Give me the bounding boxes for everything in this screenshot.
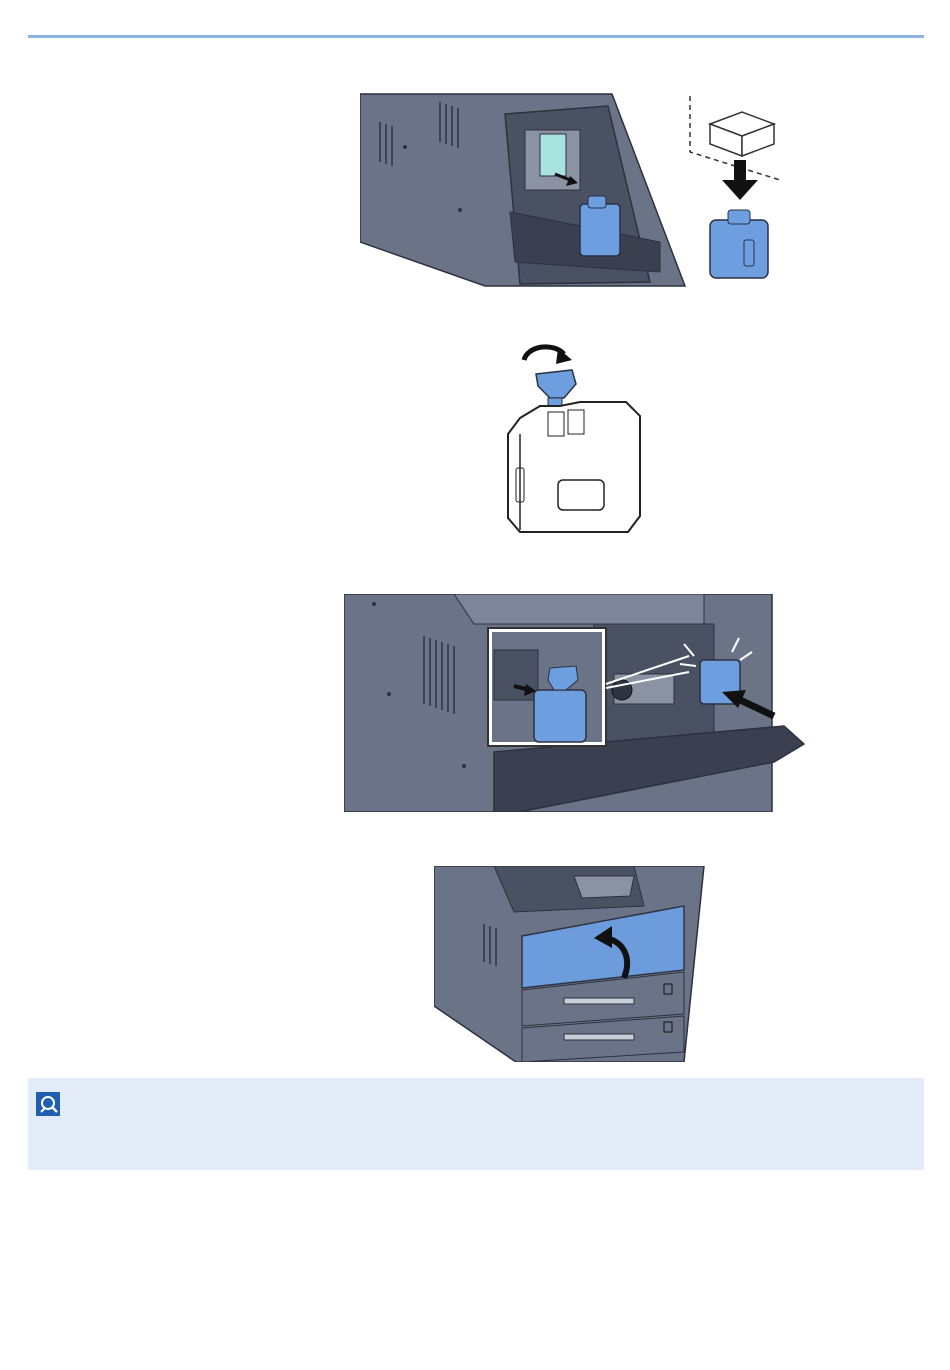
note-icon xyxy=(36,1092,60,1116)
figure-close-front-cover xyxy=(434,866,712,1062)
figure-insert-waste-toner-box xyxy=(344,594,806,812)
figure-cap-waste-toner-box xyxy=(500,340,645,538)
note-box xyxy=(28,1078,924,1170)
header-rule xyxy=(28,35,924,38)
figure-remove-waste-toner-box xyxy=(360,92,790,288)
